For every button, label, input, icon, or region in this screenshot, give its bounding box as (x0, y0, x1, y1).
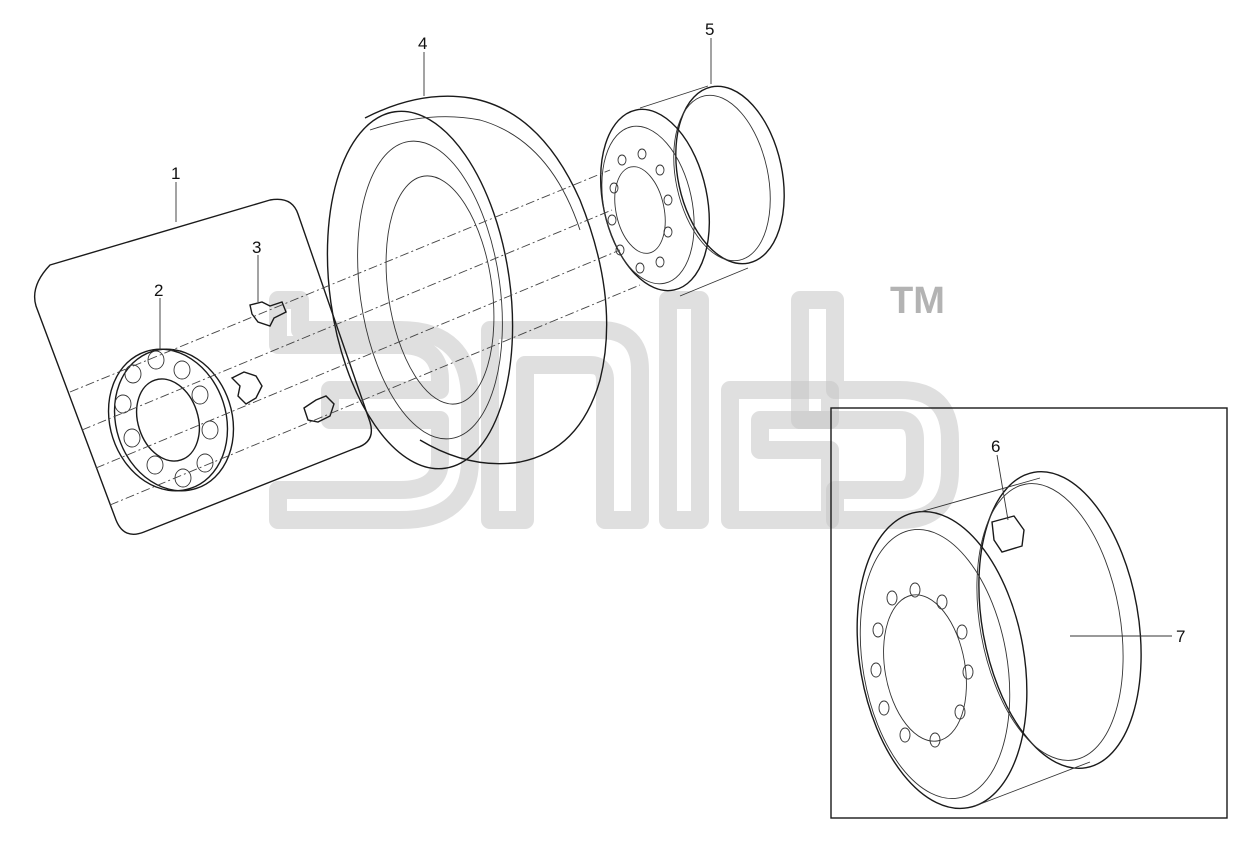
nut-ring (107, 348, 235, 492)
assembly-axes (69, 169, 641, 506)
wheel-rim-upper (599, 85, 785, 297)
callout-labels: 1 2 3 4 5 6 7 (154, 20, 1185, 646)
callout-3: 3 (252, 238, 261, 257)
tire (326, 95, 608, 470)
callout-4: 4 (418, 34, 427, 53)
callout-5: 5 (705, 20, 714, 39)
hub-cover-panel (33, 198, 373, 535)
callout-1: 1 (171, 164, 180, 183)
callout-7: 7 (1176, 627, 1185, 646)
trademark-mark: TM (890, 280, 945, 322)
callout-2: 2 (154, 281, 163, 300)
watermark-logo: TM (269, 280, 959, 529)
retaining-clips (230, 301, 335, 423)
detail-inset (830, 407, 1228, 819)
callout-6: 6 (991, 437, 1000, 456)
leader-lines (159, 38, 1172, 637)
